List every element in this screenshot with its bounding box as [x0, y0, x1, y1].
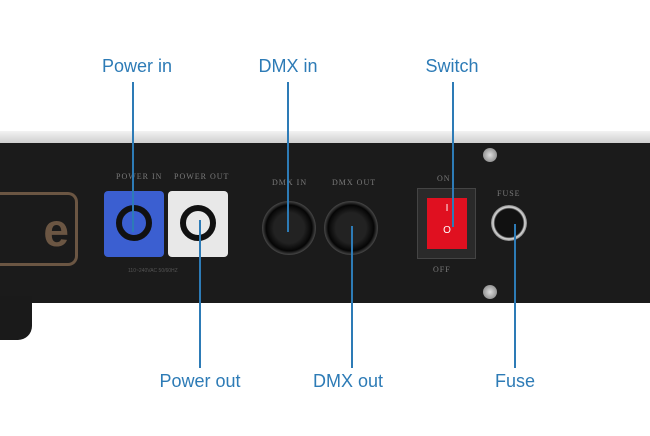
dmx-in-leader-line [287, 82, 289, 232]
voltage-label: 110~240VAC 50/60HZ [128, 268, 178, 274]
fuse-leader-line [514, 224, 516, 368]
fuse-callout: Fuse [494, 371, 536, 391]
power-in-leader-line [132, 82, 134, 232]
fuse-holder [491, 205, 527, 241]
chassis-top-edge [0, 131, 650, 143]
on-label: ON [437, 174, 451, 183]
power-switch: I O [427, 198, 467, 249]
power-out-connector [168, 191, 228, 257]
screw-icon [483, 285, 497, 299]
dmx-out-panel-label: DMX OUT [332, 178, 377, 187]
power-in-panel-label: POWER IN [116, 172, 163, 181]
dmx-in-callout: DMX in [258, 56, 318, 76]
power-out-panel-label: POWER OUT [174, 172, 230, 181]
dmx-out-callout: DMX out [312, 371, 384, 391]
switch-callout: Switch [425, 56, 479, 76]
dmx-out-leader-line [351, 226, 353, 368]
switch-on-mark: I [445, 203, 449, 214]
dmx-in-panel-label: DMX IN [272, 178, 308, 187]
fuse-panel-label: FUSE [497, 189, 521, 198]
power-out-leader-line [199, 220, 201, 368]
off-label: OFF [433, 265, 451, 274]
screw-icon [483, 148, 497, 162]
switch-leader-line [452, 82, 454, 227]
power-in-callout: Power in [101, 56, 173, 76]
brand-logo: e [0, 192, 78, 266]
switch-off-mark: O [443, 225, 451, 236]
power-in-connector [104, 191, 164, 257]
dmx-in-connector [262, 201, 316, 255]
power-out-callout: Power out [159, 371, 241, 391]
chassis-foot [0, 296, 32, 340]
